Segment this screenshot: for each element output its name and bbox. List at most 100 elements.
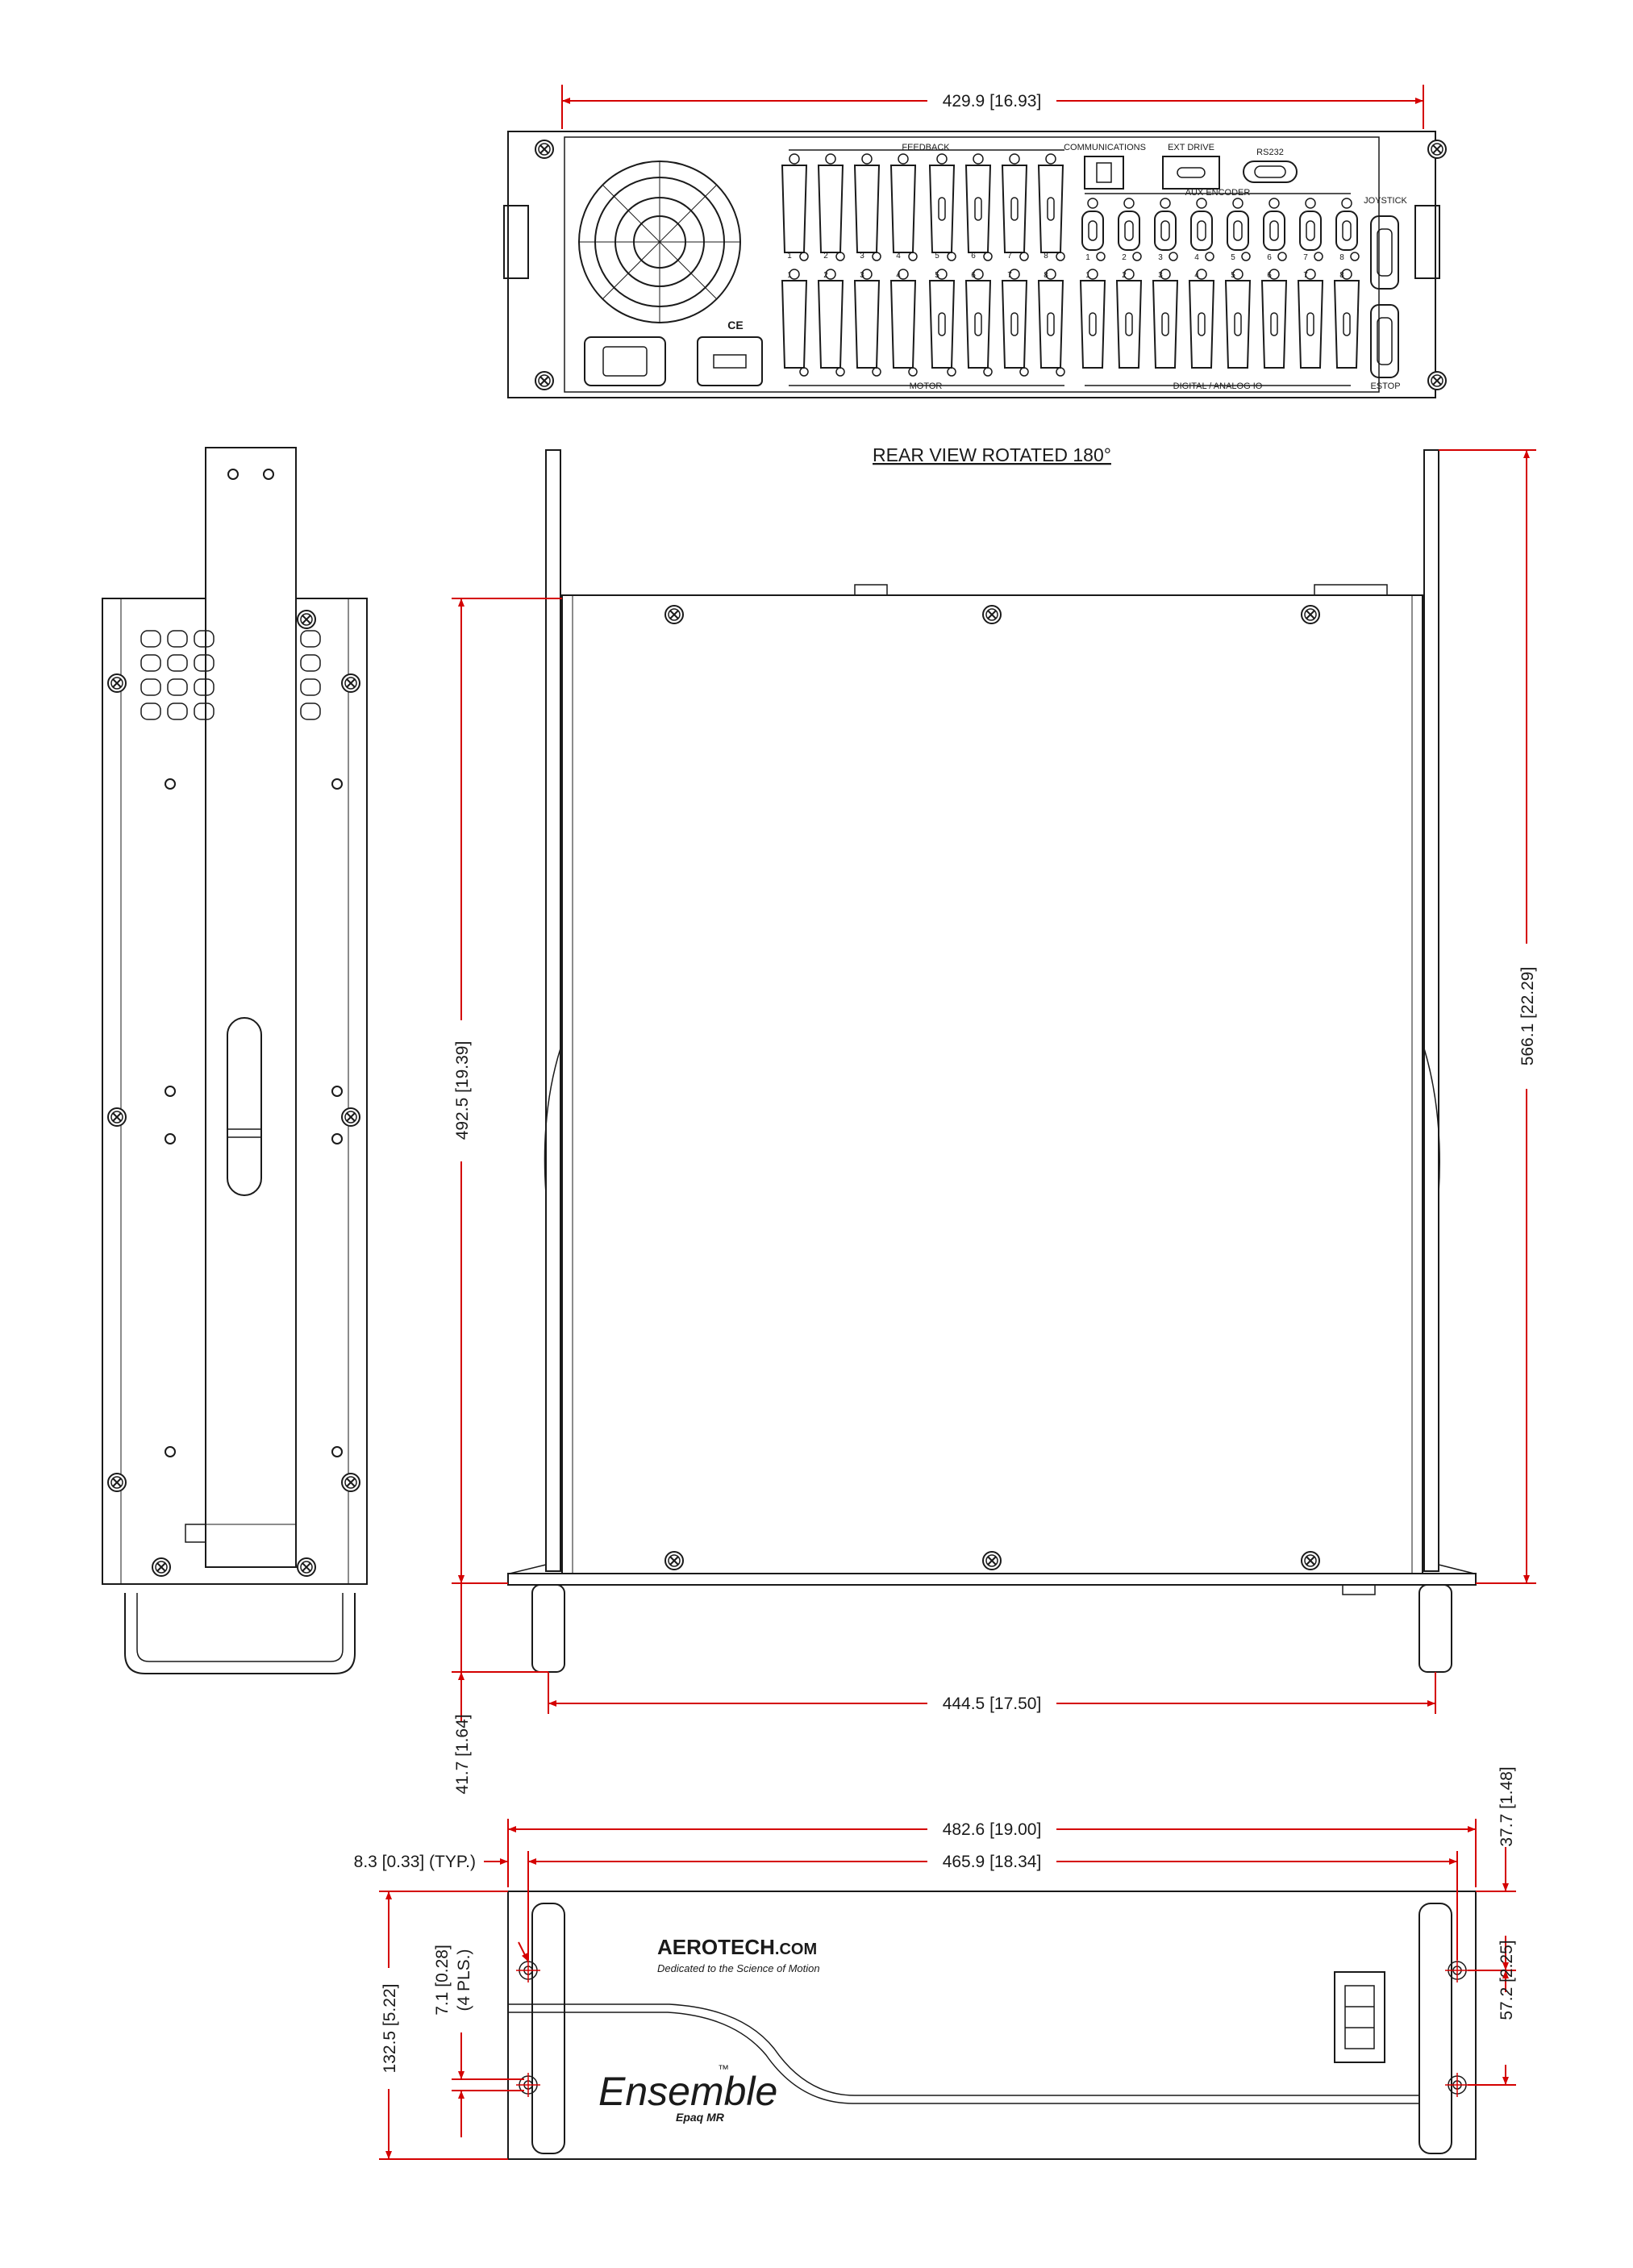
top-screw-icon bbox=[1301, 1551, 1320, 1570]
rack-ear-left-top bbox=[545, 449, 561, 1572]
handle-grip-slot bbox=[227, 1017, 262, 1196]
connector-number: 4 bbox=[1194, 271, 1199, 280]
connector-number: 7 bbox=[1303, 253, 1308, 262]
front-view bbox=[507, 1891, 1477, 2160]
ext-drive-port-icon bbox=[1162, 156, 1220, 190]
joystick-port-icon bbox=[1370, 215, 1399, 290]
brand-name: AEROTECH.COM bbox=[657, 1935, 817, 1959]
rear-view-caption: REAR VIEW ROTATED 180° bbox=[873, 444, 1111, 465]
rack-ear-right bbox=[1414, 205, 1440, 279]
dim-hole-span bbox=[484, 1851, 1458, 1960]
estop-port-icon bbox=[1370, 304, 1399, 378]
front-branding: AEROTECH.COM Dedicated to the Science of… bbox=[598, 1935, 820, 2124]
connector-number: 1 bbox=[1085, 253, 1090, 262]
side-view bbox=[102, 447, 368, 1674]
aux-encoder-connector-icon bbox=[1299, 198, 1323, 261]
connector-number: 4 bbox=[896, 271, 901, 280]
dim-overall-depth-text: 566.1 [22.29] bbox=[1518, 967, 1537, 1066]
feedback-connector-icon bbox=[817, 153, 845, 261]
feedback-connector-icon bbox=[781, 153, 809, 261]
connector-number: 5 bbox=[935, 252, 939, 261]
handle-right-top bbox=[1418, 1584, 1452, 1673]
dim-panel-width bbox=[507, 1819, 1477, 1887]
connector-number: 7 bbox=[1007, 252, 1012, 261]
motor-connector-icon bbox=[1001, 269, 1029, 377]
aux-encoder-label: AUX ENCODER bbox=[1185, 188, 1251, 198]
power-switch-icon bbox=[697, 336, 763, 386]
io-connector-icon bbox=[1188, 269, 1215, 369]
io-connector-icon bbox=[1333, 269, 1360, 369]
fan-grille-icon bbox=[578, 161, 741, 323]
connector-number: 2 bbox=[1122, 253, 1127, 262]
connector-number: 3 bbox=[860, 271, 864, 280]
motor-connector-icon bbox=[853, 269, 881, 377]
io-connector-icon bbox=[1115, 269, 1143, 369]
product-model: Epaq MR bbox=[676, 2111, 725, 2124]
estop-label: ESTOP bbox=[1370, 381, 1400, 391]
rack-screw-icon bbox=[1427, 371, 1447, 390]
io-connector-icon bbox=[1260, 269, 1288, 369]
connector-number: 5 bbox=[1231, 253, 1235, 262]
connector-number: 7 bbox=[1303, 271, 1308, 280]
dim-top-hole-text: 37.7 [1.48] bbox=[1498, 1766, 1516, 1846]
top-screw-icon bbox=[664, 605, 684, 624]
motor-connector-icon bbox=[928, 269, 956, 377]
top-screw-icon bbox=[982, 1551, 1002, 1570]
connector-number: 2 bbox=[1122, 271, 1127, 280]
motor-connector-icon bbox=[1037, 269, 1065, 377]
front-panel bbox=[507, 1891, 1477, 2160]
rear-panel-outline bbox=[507, 131, 1436, 398]
motor-label: MOTOR bbox=[910, 381, 943, 391]
display-window bbox=[1334, 1971, 1385, 2063]
dim-handle-span bbox=[548, 1672, 1436, 1714]
dim-height-text: 132.5 [5.22] bbox=[381, 1984, 399, 2074]
connector-number: 4 bbox=[896, 252, 901, 261]
connector-number: 5 bbox=[935, 271, 939, 280]
front-handle-right bbox=[1418, 1903, 1452, 2154]
connector-number: 3 bbox=[1158, 253, 1163, 262]
side-screw-icon bbox=[297, 1557, 316, 1577]
ce-mark-icon: CE bbox=[727, 319, 743, 331]
side-screw-icon bbox=[297, 610, 316, 629]
dim-handle-depth-text: 41.7 [1.64] bbox=[453, 1714, 472, 1794]
handle-left-top bbox=[531, 1584, 565, 1673]
side-screw-icon bbox=[152, 1557, 171, 1577]
motor-connector-icon bbox=[889, 269, 918, 377]
aux-encoder-connectors bbox=[1081, 198, 1360, 261]
communications-port-icon bbox=[1084, 156, 1124, 190]
feedback-connector-icon bbox=[1001, 153, 1029, 261]
connector-number: 8 bbox=[1044, 271, 1048, 280]
aux-encoder-connector-icon bbox=[1227, 198, 1251, 261]
side-screw-icon bbox=[107, 673, 127, 693]
aux-encoder-connector-icon bbox=[1190, 198, 1214, 261]
dim-rear-width: 429.9 [16.93] bbox=[561, 85, 1424, 129]
rs232-label: RS232 bbox=[1256, 148, 1284, 157]
aux-encoder-connector-icon bbox=[1118, 198, 1142, 261]
connector-number: 1 bbox=[1085, 271, 1090, 280]
dim-depth bbox=[452, 598, 562, 1584]
dim-hole-diameter-text: 7.1 [0.28] bbox=[433, 1945, 452, 2016]
dim-handle-depth bbox=[452, 1532, 548, 1722]
top-screw-icon bbox=[1301, 605, 1320, 624]
rack-screw-icon bbox=[535, 140, 554, 159]
dim-hole-diameter bbox=[452, 1941, 529, 2137]
top-screw-icon bbox=[664, 1551, 684, 1570]
ext-drive-label: EXT DRIVE bbox=[1168, 143, 1214, 152]
connector-number: 6 bbox=[1267, 253, 1272, 262]
aux-encoder-connector-icon bbox=[1154, 198, 1178, 261]
feedback-connector-icon bbox=[928, 153, 956, 261]
motor-connector-icon bbox=[781, 269, 809, 377]
vent-grille bbox=[140, 630, 321, 720]
side-screw-icon bbox=[107, 1107, 127, 1127]
io-connectors bbox=[1079, 269, 1360, 369]
dim-overall-depth bbox=[1439, 449, 1536, 1584]
motor-connector-icon bbox=[964, 269, 993, 377]
rack-handle-side bbox=[205, 447, 297, 1568]
digital-analog-io-label: DIGITAL / ANALOG IO bbox=[1173, 381, 1263, 391]
aux-encoder-connector-icon bbox=[1335, 198, 1360, 261]
trademark-symbol: ™ bbox=[718, 2062, 729, 2075]
connector-number: 6 bbox=[971, 252, 976, 261]
dim-depth-text: 492.5 [19.39] bbox=[453, 1041, 472, 1140]
